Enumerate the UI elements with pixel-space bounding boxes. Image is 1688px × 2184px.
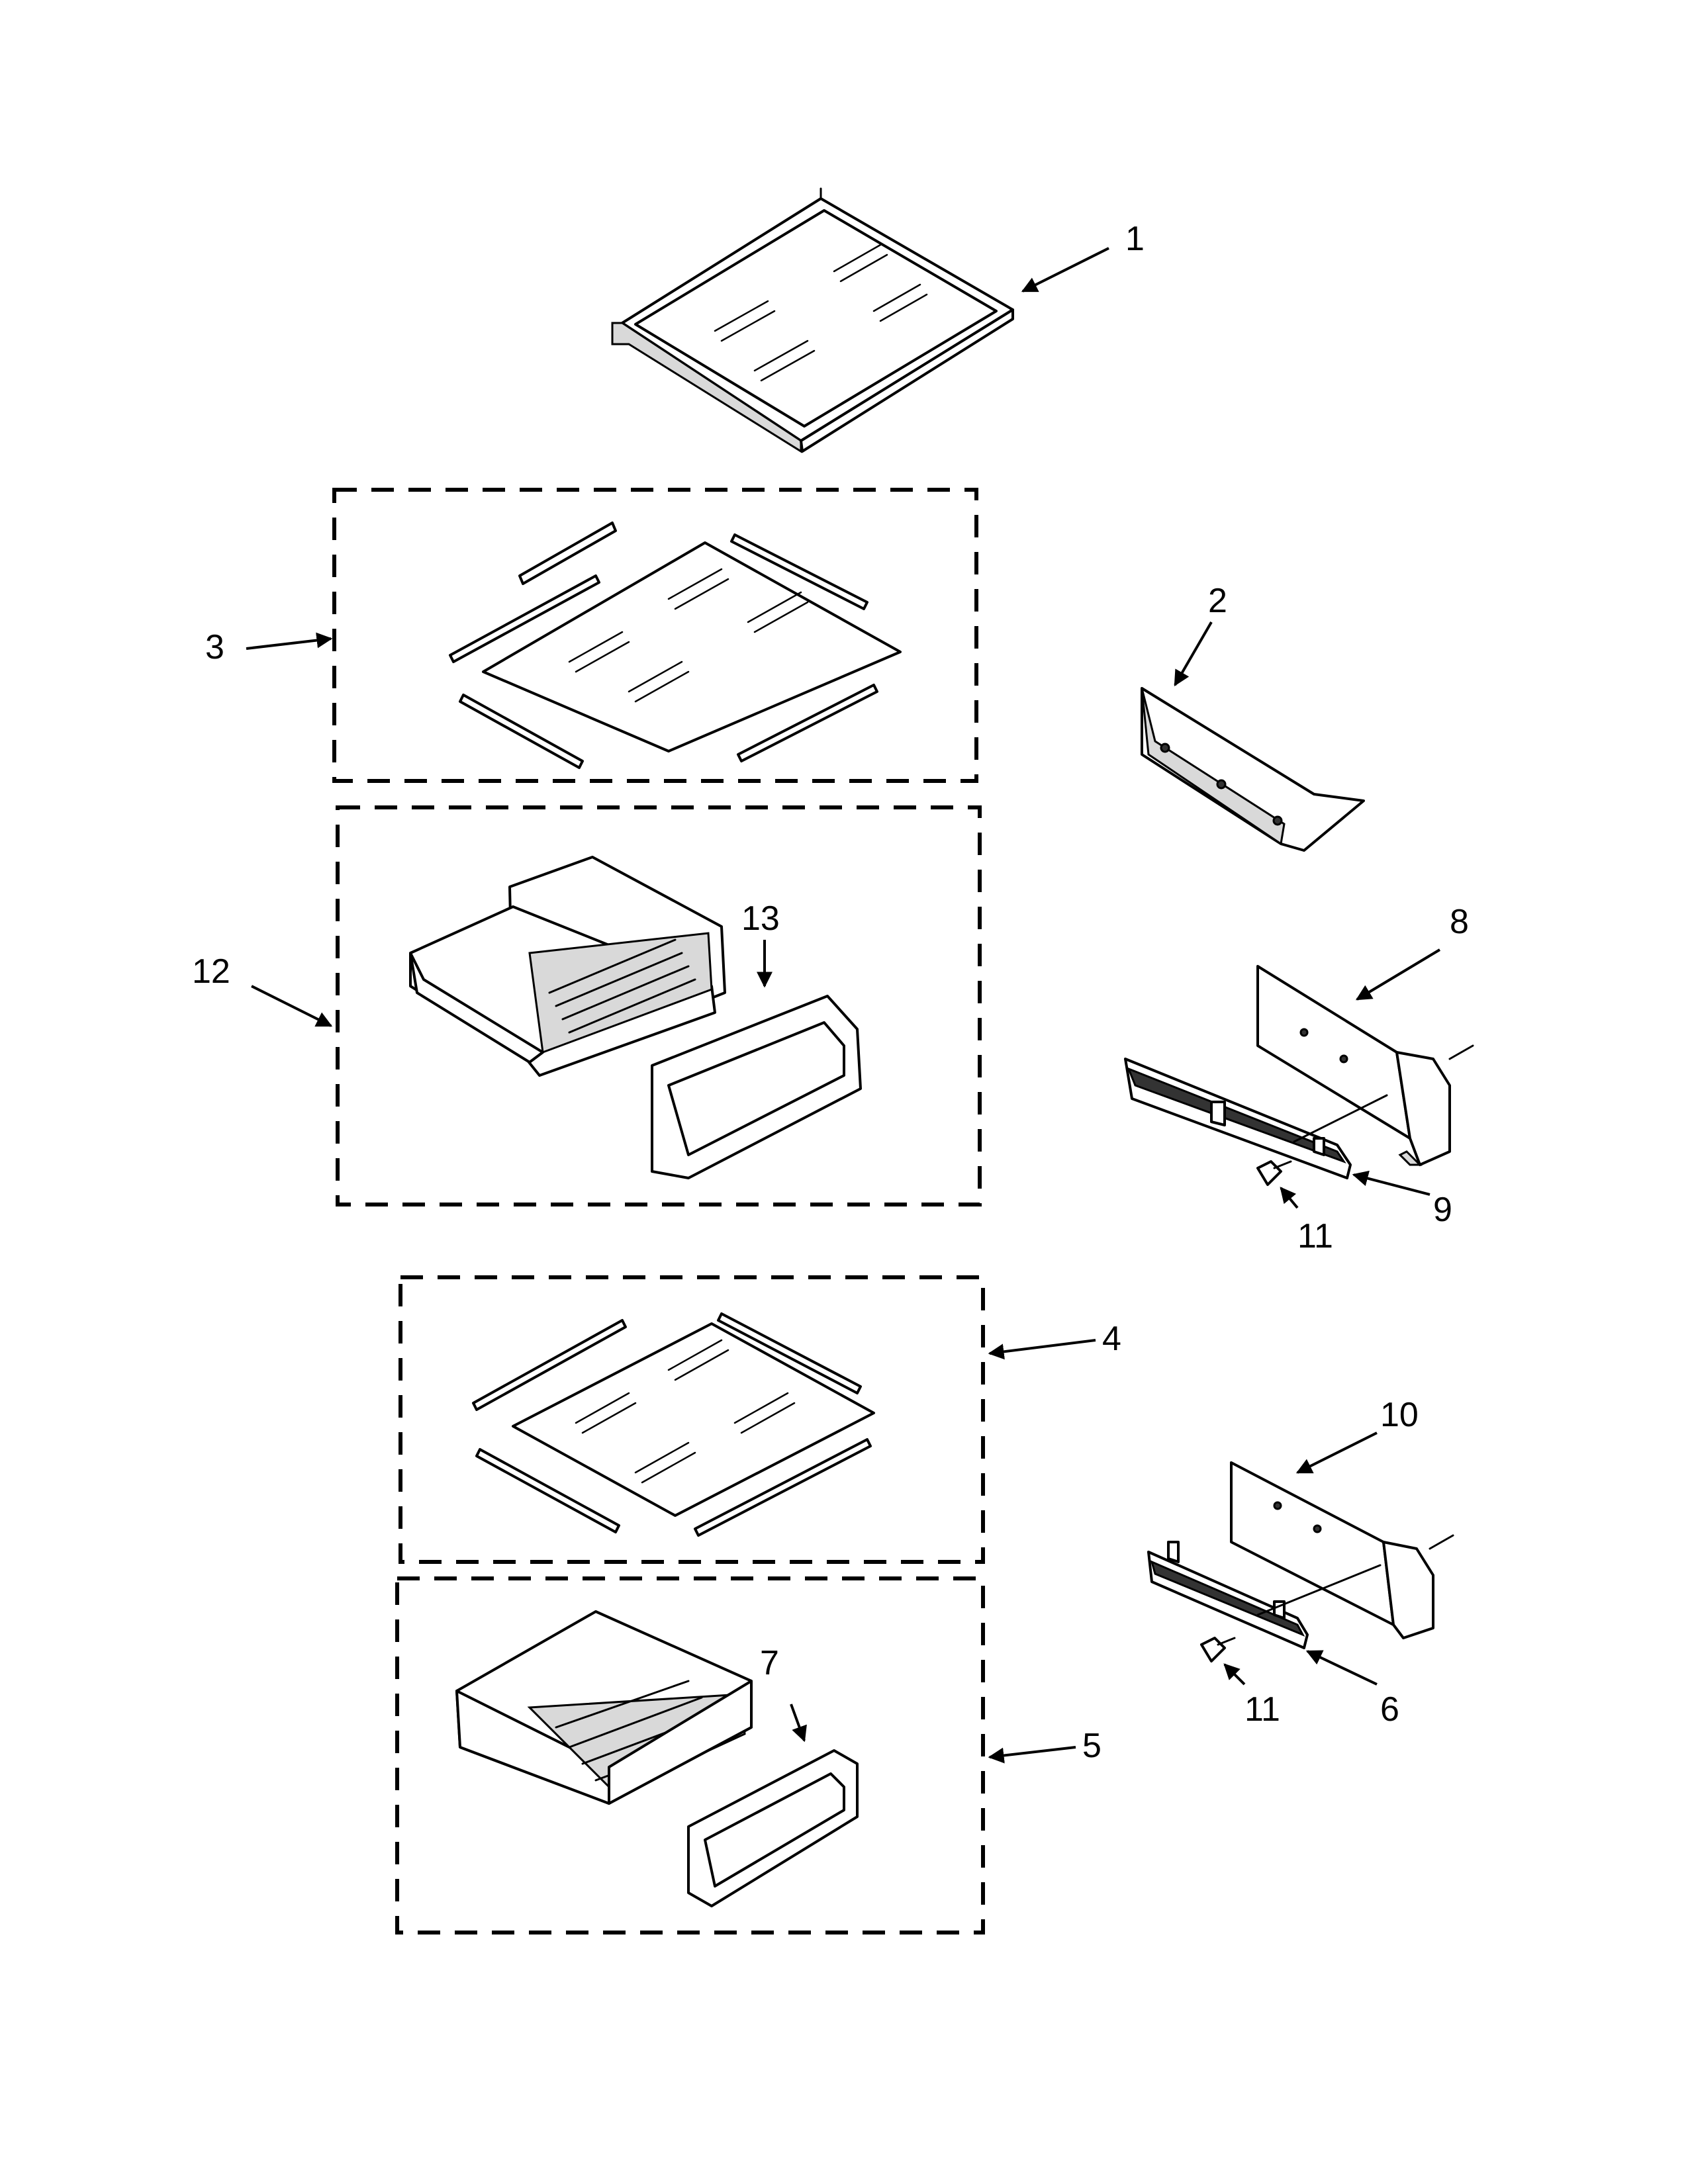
group-box-4 bbox=[399, 1275, 985, 1564]
callout-13: 13 bbox=[741, 899, 780, 938]
leader-5 bbox=[988, 1746, 1076, 1764]
part-8-slide-bracket bbox=[1256, 965, 1474, 1166]
part-2-shelf-channel bbox=[1141, 687, 1365, 852]
leader-1 bbox=[1021, 247, 1109, 293]
leader-9 bbox=[1352, 1170, 1430, 1196]
part-10-slide-bracket bbox=[1230, 1461, 1454, 1639]
group-box-3 bbox=[332, 488, 978, 783]
callout-6: 6 bbox=[1380, 1690, 1399, 1729]
leader-4 bbox=[988, 1339, 1096, 1360]
part-11-screw-upper bbox=[1256, 1160, 1292, 1186]
callout-4: 4 bbox=[1102, 1320, 1121, 1358]
part-6-slide-rail bbox=[1147, 1541, 1382, 1649]
group-box-5 bbox=[395, 1576, 985, 1934]
leader-10 bbox=[1295, 1432, 1378, 1474]
part-1-glass-shelf bbox=[611, 187, 1014, 453]
callout-7: 7 bbox=[760, 1644, 779, 1682]
callout-12: 12 bbox=[192, 952, 230, 991]
leader-7 bbox=[790, 1704, 807, 1743]
callout-3: 3 bbox=[205, 628, 224, 666]
callout-8: 8 bbox=[1450, 903, 1469, 941]
callout-9: 9 bbox=[1433, 1191, 1452, 1229]
leader-12 bbox=[251, 985, 333, 1027]
part-9-slide-rail bbox=[1124, 1058, 1388, 1179]
leader-11b bbox=[1223, 1663, 1246, 1686]
leader-2 bbox=[1174, 621, 1213, 687]
leader-3 bbox=[246, 632, 333, 650]
callout-2: 2 bbox=[1208, 582, 1227, 620]
part-13-crisper-cover bbox=[651, 995, 862, 1179]
part-7-crisper-cover bbox=[687, 1749, 859, 1907]
callout-1: 1 bbox=[1125, 220, 1145, 258]
part-3-shelf-glass-kit bbox=[449, 522, 902, 769]
callout-11-lower: 11 bbox=[1244, 1690, 1280, 1729]
callout-10: 10 bbox=[1380, 1396, 1419, 1434]
leader-8 bbox=[1355, 948, 1441, 1001]
part-4-shelf-glass-kit bbox=[472, 1312, 875, 1537]
leader-11a bbox=[1280, 1187, 1299, 1209]
leader-6 bbox=[1305, 1650, 1378, 1686]
part-11-screw-lower bbox=[1200, 1637, 1236, 1662]
part-5-crisper-drawer bbox=[455, 1610, 753, 1805]
callout-11-upper: 11 bbox=[1297, 1217, 1333, 1255]
part-12-crisper-drawer bbox=[409, 856, 726, 1077]
callout-5: 5 bbox=[1082, 1727, 1102, 1765]
